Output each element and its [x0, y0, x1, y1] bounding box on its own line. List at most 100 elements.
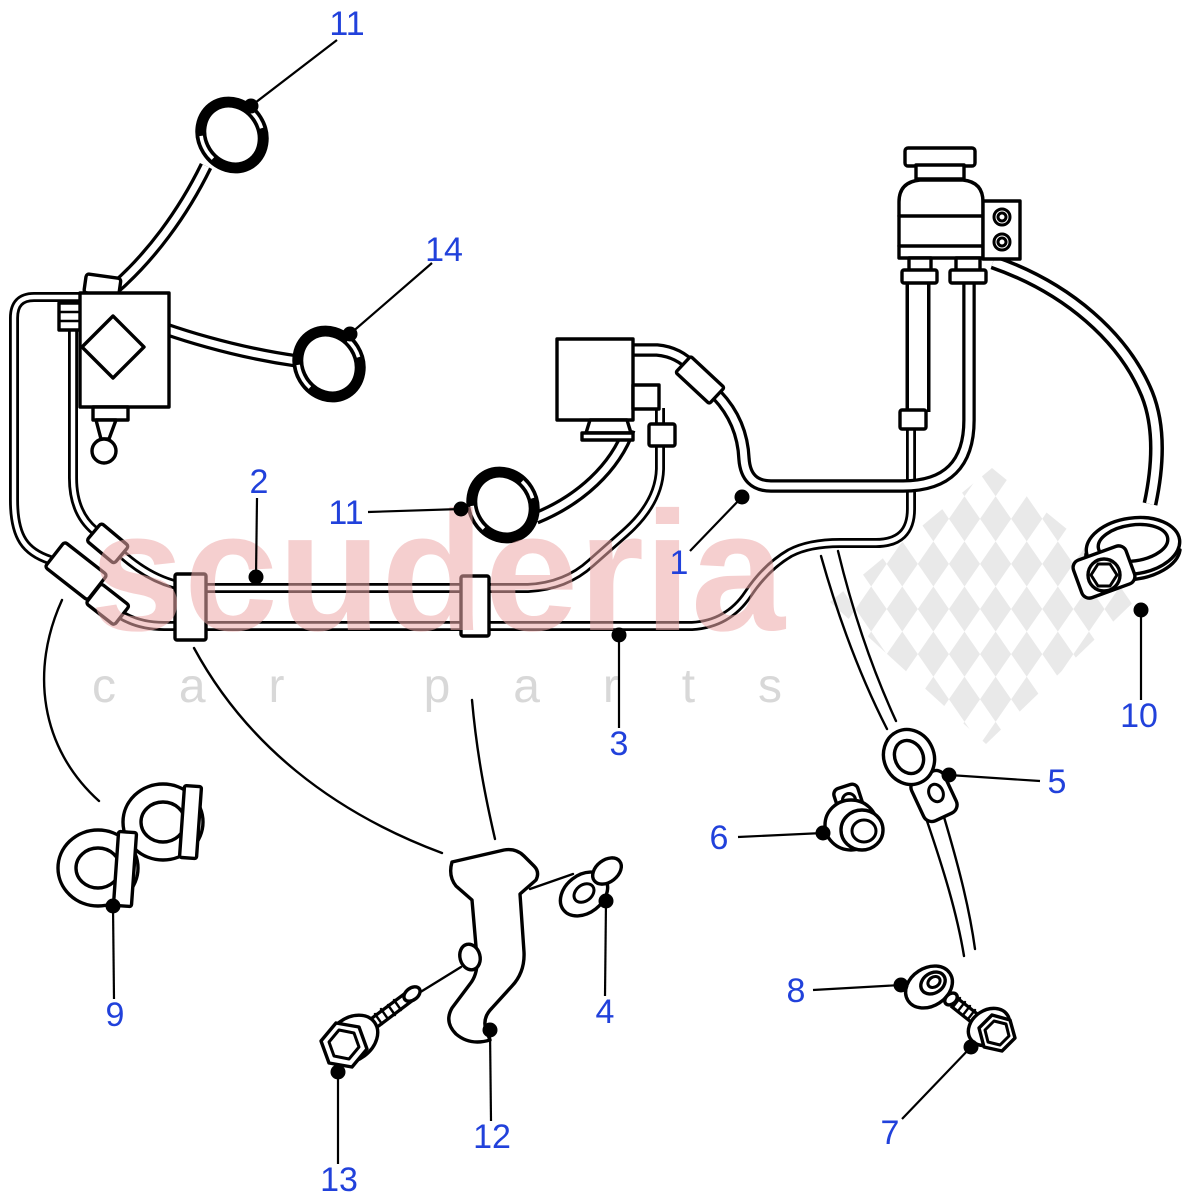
steering-box [57, 272, 171, 465]
callout-9: 9 [105, 898, 125, 1034]
callout-label-12: 12 [473, 1118, 511, 1156]
watermark-tagline: car parts [92, 660, 782, 713]
callout-leader-12 [488, 1029, 493, 1122]
callout-label-2: 2 [250, 463, 269, 501]
steering-box-step [91, 405, 130, 422]
callout-dot-13 [330, 1064, 346, 1080]
callout-11a: 11 [243, 5, 365, 114]
ferrule-small-upper [86, 522, 130, 565]
callout-dot-6 [815, 825, 831, 841]
flange-bolt-13 [319, 985, 422, 1069]
reservoir [897, 146, 1022, 285]
callout-label-8: 8 [787, 972, 806, 1010]
callout-5: 5 [941, 763, 1067, 801]
drop-arm [94, 418, 118, 441]
callout-leader-8 [812, 983, 902, 992]
dished-washer-8 [903, 964, 955, 1010]
callout-dot-8 [893, 977, 909, 993]
o-ring-14 [292, 325, 366, 403]
callout-leader-2 [254, 497, 259, 578]
valve-block-fitting [631, 383, 661, 411]
callout-leader-6 [737, 831, 824, 839]
return-pipe-3 [9, 292, 916, 631]
callout-3: 3 [610, 627, 629, 763]
callout-leader-9 [111, 905, 116, 1000]
mounting-bracket-12 [447, 847, 540, 1044]
callout-leader-1 [689, 496, 743, 552]
callout-14: 14 [342, 231, 463, 342]
ferrule-vertical [647, 422, 677, 448]
callout-label-3: 3 [610, 725, 629, 763]
callout-label-14: 14 [425, 231, 463, 269]
callout-leader-5 [948, 773, 1041, 783]
callout-dot-11b [453, 501, 469, 517]
p-clip-5 [881, 727, 959, 824]
pipe-ferrules [44, 355, 928, 642]
flex-hose-11a [111, 163, 213, 293]
callout-dot-14 [342, 326, 358, 342]
callout-label-7: 7 [881, 1114, 900, 1152]
callout-6: 6 [710, 819, 831, 857]
valve-block-base [580, 431, 635, 442]
callout-leader-4 [603, 900, 608, 997]
callout-label-5: 5 [1048, 763, 1067, 801]
callout-leader-11a [250, 39, 338, 107]
callout-4: 4 [596, 893, 615, 1031]
callout-label-6: 6 [710, 819, 729, 857]
callout-11b: 11 [328, 494, 469, 532]
checkered-flag-watermark [830, 468, 1144, 744]
ferrule-small-lower [85, 582, 131, 626]
callout-dot-7 [963, 1039, 979, 1055]
callout-13: 13 [320, 1064, 358, 1199]
callout-label-11a: 11 [329, 5, 364, 43]
pipe-clamp-sleeve-left [173, 572, 208, 642]
hose-coupling [674, 355, 726, 405]
steering-box-diamond [80, 314, 146, 380]
callout-dot-10 [1133, 602, 1149, 618]
pipe-clamp-sleeve-right [459, 574, 491, 638]
reservoir-flange-right [948, 268, 988, 285]
callout-2: 2 [248, 463, 269, 585]
reservoir-flange-left [900, 268, 939, 285]
callout-12: 12 [473, 1022, 511, 1156]
callout-1: 1 [670, 489, 750, 582]
hose-to-clamp [990, 254, 1164, 506]
callout-dot-5 [941, 767, 957, 783]
reservoir-neck [914, 163, 966, 181]
o-ring-11b [466, 466, 540, 544]
drop-arm-ball [90, 437, 118, 465]
watermark: scuderia car parts [90, 477, 786, 713]
callout-label-9: 9 [106, 996, 125, 1034]
callout-dot-9 [105, 898, 121, 914]
callout-dot-11a [243, 98, 259, 114]
indication-curves [42, 549, 977, 998]
flange-bolt-7 [943, 991, 1017, 1053]
callout-label-13: 13 [320, 1161, 358, 1199]
callout-label-10: 10 [1120, 697, 1158, 735]
callout-label-4: 4 [596, 993, 615, 1031]
callout-leader-11b [367, 507, 462, 514]
bracket-hole [458, 942, 482, 972]
callout-10: 10 [1120, 602, 1158, 735]
callout-leader-7 [901, 1046, 972, 1120]
callout-dot-1 [734, 489, 750, 505]
hose-clamp-10 [1071, 515, 1182, 600]
o-ring-11a [195, 96, 269, 174]
callout-label-11b: 11 [328, 494, 363, 532]
callout-dot-3 [611, 627, 627, 643]
callout-leader-14 [349, 262, 433, 335]
return-pipe-2 [68, 330, 665, 593]
valve-block [555, 337, 661, 442]
callout-dot-12 [482, 1022, 498, 1038]
callout-dot-2 [248, 569, 264, 585]
callout-dot-4 [598, 893, 614, 909]
double-pipe-clip-9 [56, 782, 205, 909]
reservoir-body [897, 178, 985, 260]
callout-label-1: 1 [670, 544, 689, 582]
valve-block-flange [584, 418, 633, 435]
reservoir-tube-sleeve [898, 408, 928, 431]
callout-8: 8 [787, 972, 909, 1010]
